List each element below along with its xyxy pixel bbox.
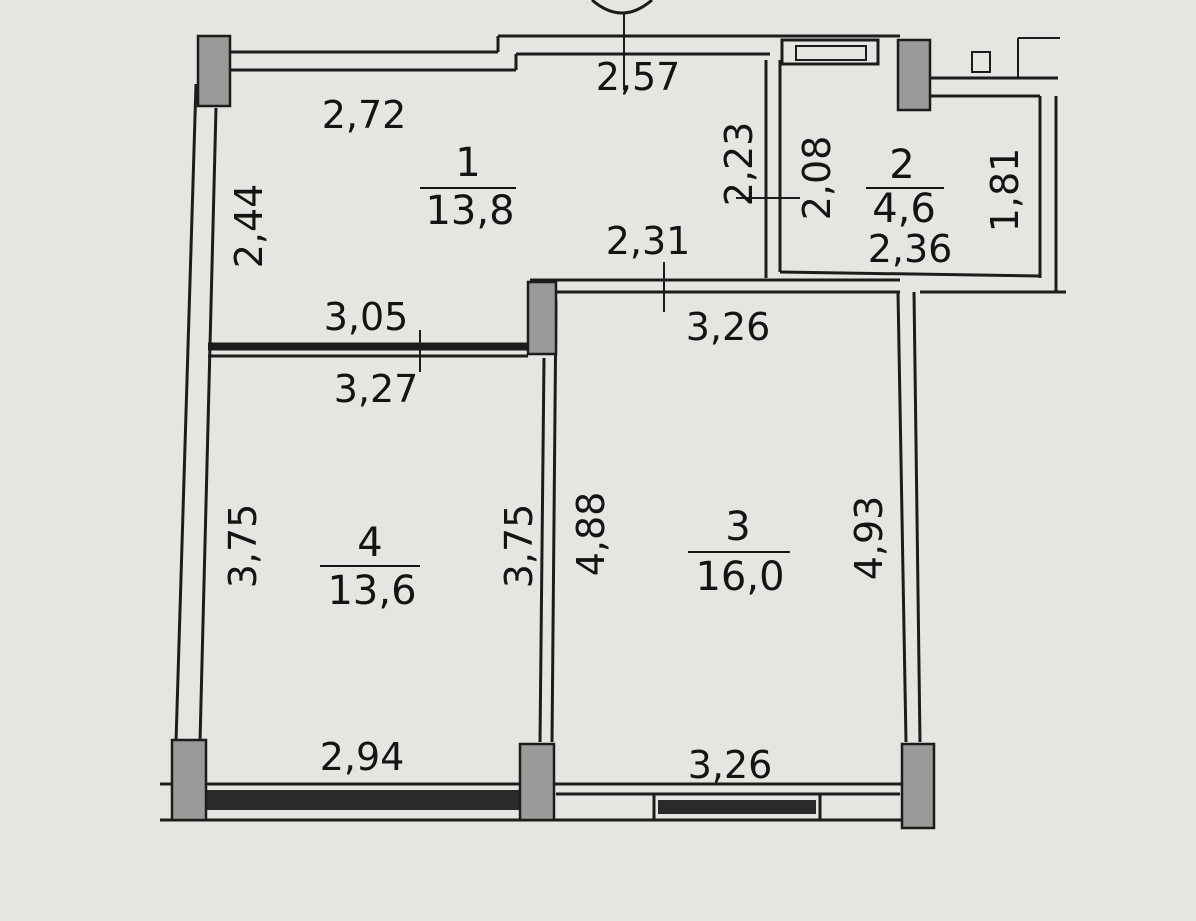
dim-r1-bottom-left: 3,05 — [324, 295, 409, 339]
dim-r1-right: 2,23 — [717, 122, 761, 207]
room-labels: 1 13,8 2 4,6 3 16,0 4 13,6 — [320, 140, 944, 614]
dimension-labels: 2,57 2,72 2,31 3,05 2,36 3,26 3,27 2,94 … — [221, 55, 1027, 787]
room-1-area: 13,8 — [425, 188, 514, 234]
room-1-number: 1 — [455, 140, 480, 186]
dim-r2-bottom: 2,36 — [868, 227, 953, 271]
dim-r3-right: 4,93 — [847, 496, 891, 581]
entrance-arc — [591, 0, 653, 15]
dim-r4-bottom: 2,94 — [320, 735, 405, 779]
walls — [160, 34, 1066, 822]
room-3-number: 3 — [725, 504, 750, 550]
dim-r1-left: 2,44 — [227, 184, 271, 269]
dim-r2-right: 1,81 — [983, 148, 1027, 233]
column-bottom-right — [900, 742, 936, 830]
room-4-number: 4 — [357, 520, 382, 566]
room-2-number: 2 — [889, 142, 914, 188]
column-top-right — [896, 38, 932, 112]
dim-r2-left: 2,08 — [795, 136, 839, 221]
columns — [170, 34, 936, 830]
room-3-area: 16,0 — [695, 554, 784, 600]
dim-r1-top-right: 2,57 — [596, 55, 681, 99]
dim-r3-left: 4,88 — [569, 492, 613, 577]
dim-r4-left: 3,75 — [221, 504, 265, 589]
dim-r3-top: 3,26 — [686, 305, 771, 349]
dim-r1-top-left: 2,72 — [322, 93, 407, 137]
column-bottom-left — [170, 738, 208, 822]
column-center — [526, 280, 558, 356]
column-bottom-mid — [518, 742, 556, 822]
dim-r1-bottom-right: 2,31 — [606, 219, 691, 263]
room-4-area: 13,6 — [327, 568, 416, 614]
room-2-area: 4,6 — [872, 186, 936, 232]
ticks — [419, 197, 800, 372]
column-top-left — [196, 34, 232, 108]
dim-r4-right: 3,75 — [497, 504, 541, 589]
dim-r3-bottom: 3,26 — [688, 743, 773, 787]
dim-r4-top: 3,27 — [334, 367, 419, 411]
